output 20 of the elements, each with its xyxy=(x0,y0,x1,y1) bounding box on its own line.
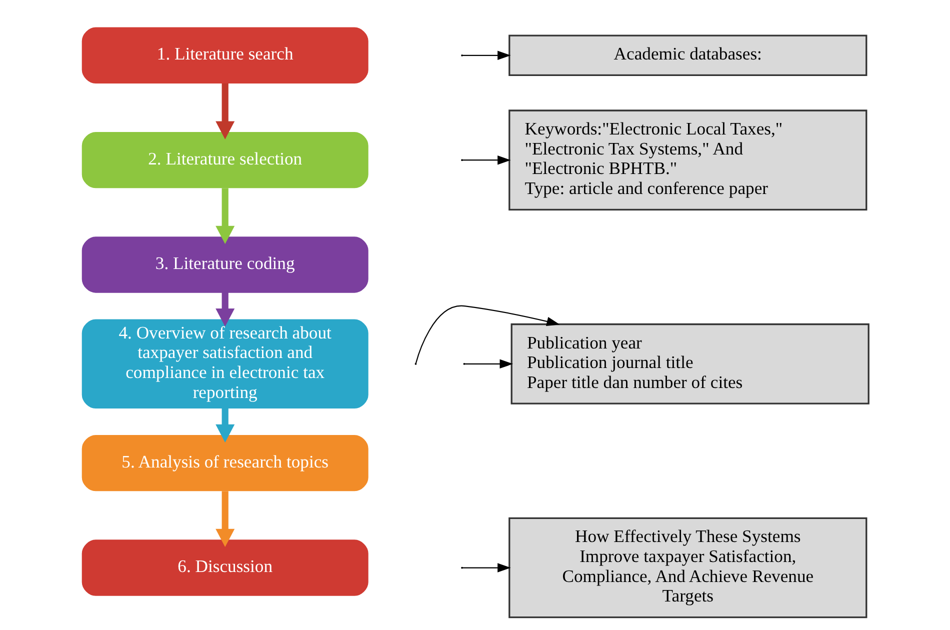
node-box: 4. Overview of research about taxpayer satisfaction and compliance in electronic tax reporting xyxy=(81,319,368,409)
arrow xyxy=(462,50,510,60)
arrow xyxy=(414,306,560,364)
node-box: 2. Literature selection xyxy=(81,132,368,188)
arrow xyxy=(215,292,234,327)
node-box: 6. Discussion xyxy=(81,540,368,596)
node-box: 1. Literature search xyxy=(81,27,368,84)
arrow xyxy=(462,155,510,165)
arrow xyxy=(462,563,510,572)
node-box: How Effectively These Systems Improve taxpayer Satisfaction, Compliance, And Achieve Revenue Targets xyxy=(508,517,867,618)
node-box: Keywords:"Electronic Local Taxes," "Electronic Tax Systems," And "Electronic BPHTB." Type: article and conference paper xyxy=(508,110,867,210)
node-box: Academic databases: xyxy=(508,34,867,76)
arrow xyxy=(215,83,234,140)
node-box: 5. Analysis of research topics xyxy=(81,435,368,492)
arrow xyxy=(215,188,234,244)
arrow xyxy=(215,491,234,548)
node-box: 3. Literature coding xyxy=(81,236,368,293)
arrow xyxy=(464,359,512,369)
arrow xyxy=(215,408,234,443)
node-box: Publication year Publication journal title Paper title dan number of cites xyxy=(510,323,869,404)
